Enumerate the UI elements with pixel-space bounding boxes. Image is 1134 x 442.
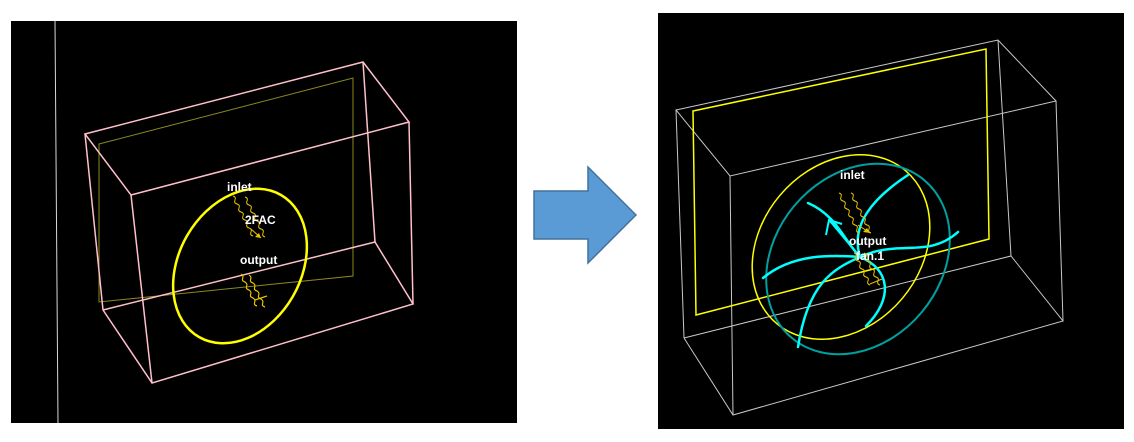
right-scene: inlet output fan.1 <box>675 39 1064 416</box>
fan-rim <box>765 162 951 356</box>
output-flow-icon <box>853 252 883 286</box>
object-label: 2FAC <box>245 213 276 227</box>
object-label: fan.1 <box>856 249 884 263</box>
left-scene: inlet 2FAC output <box>54 21 415 423</box>
output-label: output <box>849 234 886 248</box>
output-label: output <box>240 253 277 267</box>
inlet-flow-icon <box>838 192 872 234</box>
right-viewport: inlet output fan.1 <box>658 13 1124 429</box>
inner-frame <box>98 77 354 303</box>
inlet-label: inlet <box>840 168 865 182</box>
port-ellipse <box>751 153 931 341</box>
box-wireframe <box>675 39 1064 416</box>
fan-axis-icon <box>825 218 861 258</box>
output-flow-icon <box>240 273 268 308</box>
left-viewport: inlet 2FAC output <box>11 21 517 423</box>
inlet-label: inlet <box>227 180 252 194</box>
axis-line <box>54 21 59 423</box>
port-ellipse <box>171 187 309 345</box>
inlet-flow-icon <box>232 195 266 239</box>
box-wireframe <box>83 61 415 384</box>
inner-frame <box>692 48 990 316</box>
arrow-right-icon <box>532 165 640 265</box>
